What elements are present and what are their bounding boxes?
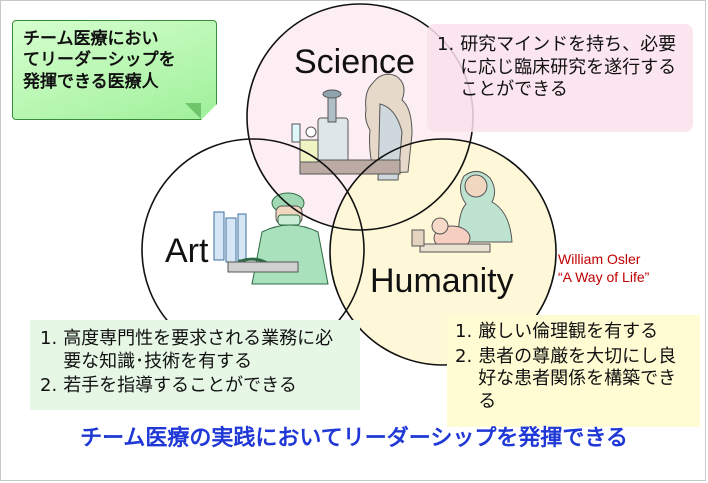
- leader-note-line-2: てリーダーシップを: [23, 50, 176, 71]
- list-item: 1. 厳しい倫理観を有する: [455, 321, 692, 344]
- science-list: 1. 研究マインドを持ち、必要に応じ臨床研究を遂行することができる: [437, 34, 683, 102]
- list-text: 若手を指導することができる: [63, 375, 297, 396]
- osler-quote: William Osler “A Way of Life”: [558, 250, 649, 286]
- art-list: 1. 高度専門性を要求される業務に必要な知識･技術を有する 2. 若手を指導する…: [40, 328, 350, 398]
- humanity-description: 1. 厳しい倫理観を有する 2. 患者の尊厳を大切にし良好な患者関係を構築できる: [447, 315, 700, 427]
- scientist-microscope-clipart: [291, 73, 413, 181]
- list-number: 1.: [437, 34, 455, 55]
- science-label: Science: [294, 43, 415, 81]
- list-number: 1.: [455, 321, 473, 342]
- leader-note: チーム医療におい てリーダーシップを 発揮できる医療人: [12, 20, 217, 120]
- art-label: Art: [165, 232, 209, 270]
- list-item: 2. 患者の尊厳を大切にし良好な患者関係を構築できる: [455, 346, 692, 414]
- science-description: 1. 研究マインドを持ち、必要に応じ臨床研究を遂行することができる: [427, 24, 693, 132]
- humanity-label: Humanity: [370, 262, 514, 300]
- quote-title: “A Way of Life”: [558, 269, 650, 286]
- list-text: 高度専門性を要求される業務に必要な知識･技術を有する: [63, 328, 334, 372]
- list-number: 2.: [40, 375, 58, 396]
- list-text: 患者の尊厳を大切にし良好な患者関係を構築できる: [478, 345, 677, 412]
- list-item: 1. 研究マインドを持ち、必要に応じ臨床研究を遂行することができる: [437, 34, 683, 102]
- list-number: 1.: [40, 328, 58, 349]
- list-item: 2. 若手を指導することができる: [40, 375, 350, 398]
- surgeon-clipart: [213, 192, 329, 285]
- humanity-list: 1. 厳しい倫理観を有する 2. 患者の尊厳を大切にし良好な患者関係を構築できる: [455, 321, 692, 413]
- quote-author: William Osler: [558, 251, 641, 267]
- list-item: 1. 高度専門性を要求される業務に必要な知識･技術を有する: [40, 328, 350, 373]
- list-text: 研究マインドを持ち、必要に応じ臨床研究を遂行することができる: [460, 34, 677, 100]
- art-description: 1. 高度専門性を要求される業務に必要な知識･技術を有する 2. 若手を指導する…: [30, 320, 360, 410]
- note-fold-shadow: [185, 103, 201, 119]
- list-number: 2.: [455, 345, 473, 367]
- list-text: 厳しい倫理観を有する: [478, 321, 659, 342]
- humanity-circle: [329, 138, 557, 366]
- bottom-statement: チーム医療の実践においてリーダーシップを発揮できる: [80, 426, 628, 451]
- nurse-baby-clipart: [411, 171, 513, 253]
- note-fold-corner: [201, 104, 217, 120]
- leader-note-line-3: 発揮できる医療人: [23, 71, 159, 92]
- leader-note-line-1: チーム医療におい: [23, 29, 159, 49]
